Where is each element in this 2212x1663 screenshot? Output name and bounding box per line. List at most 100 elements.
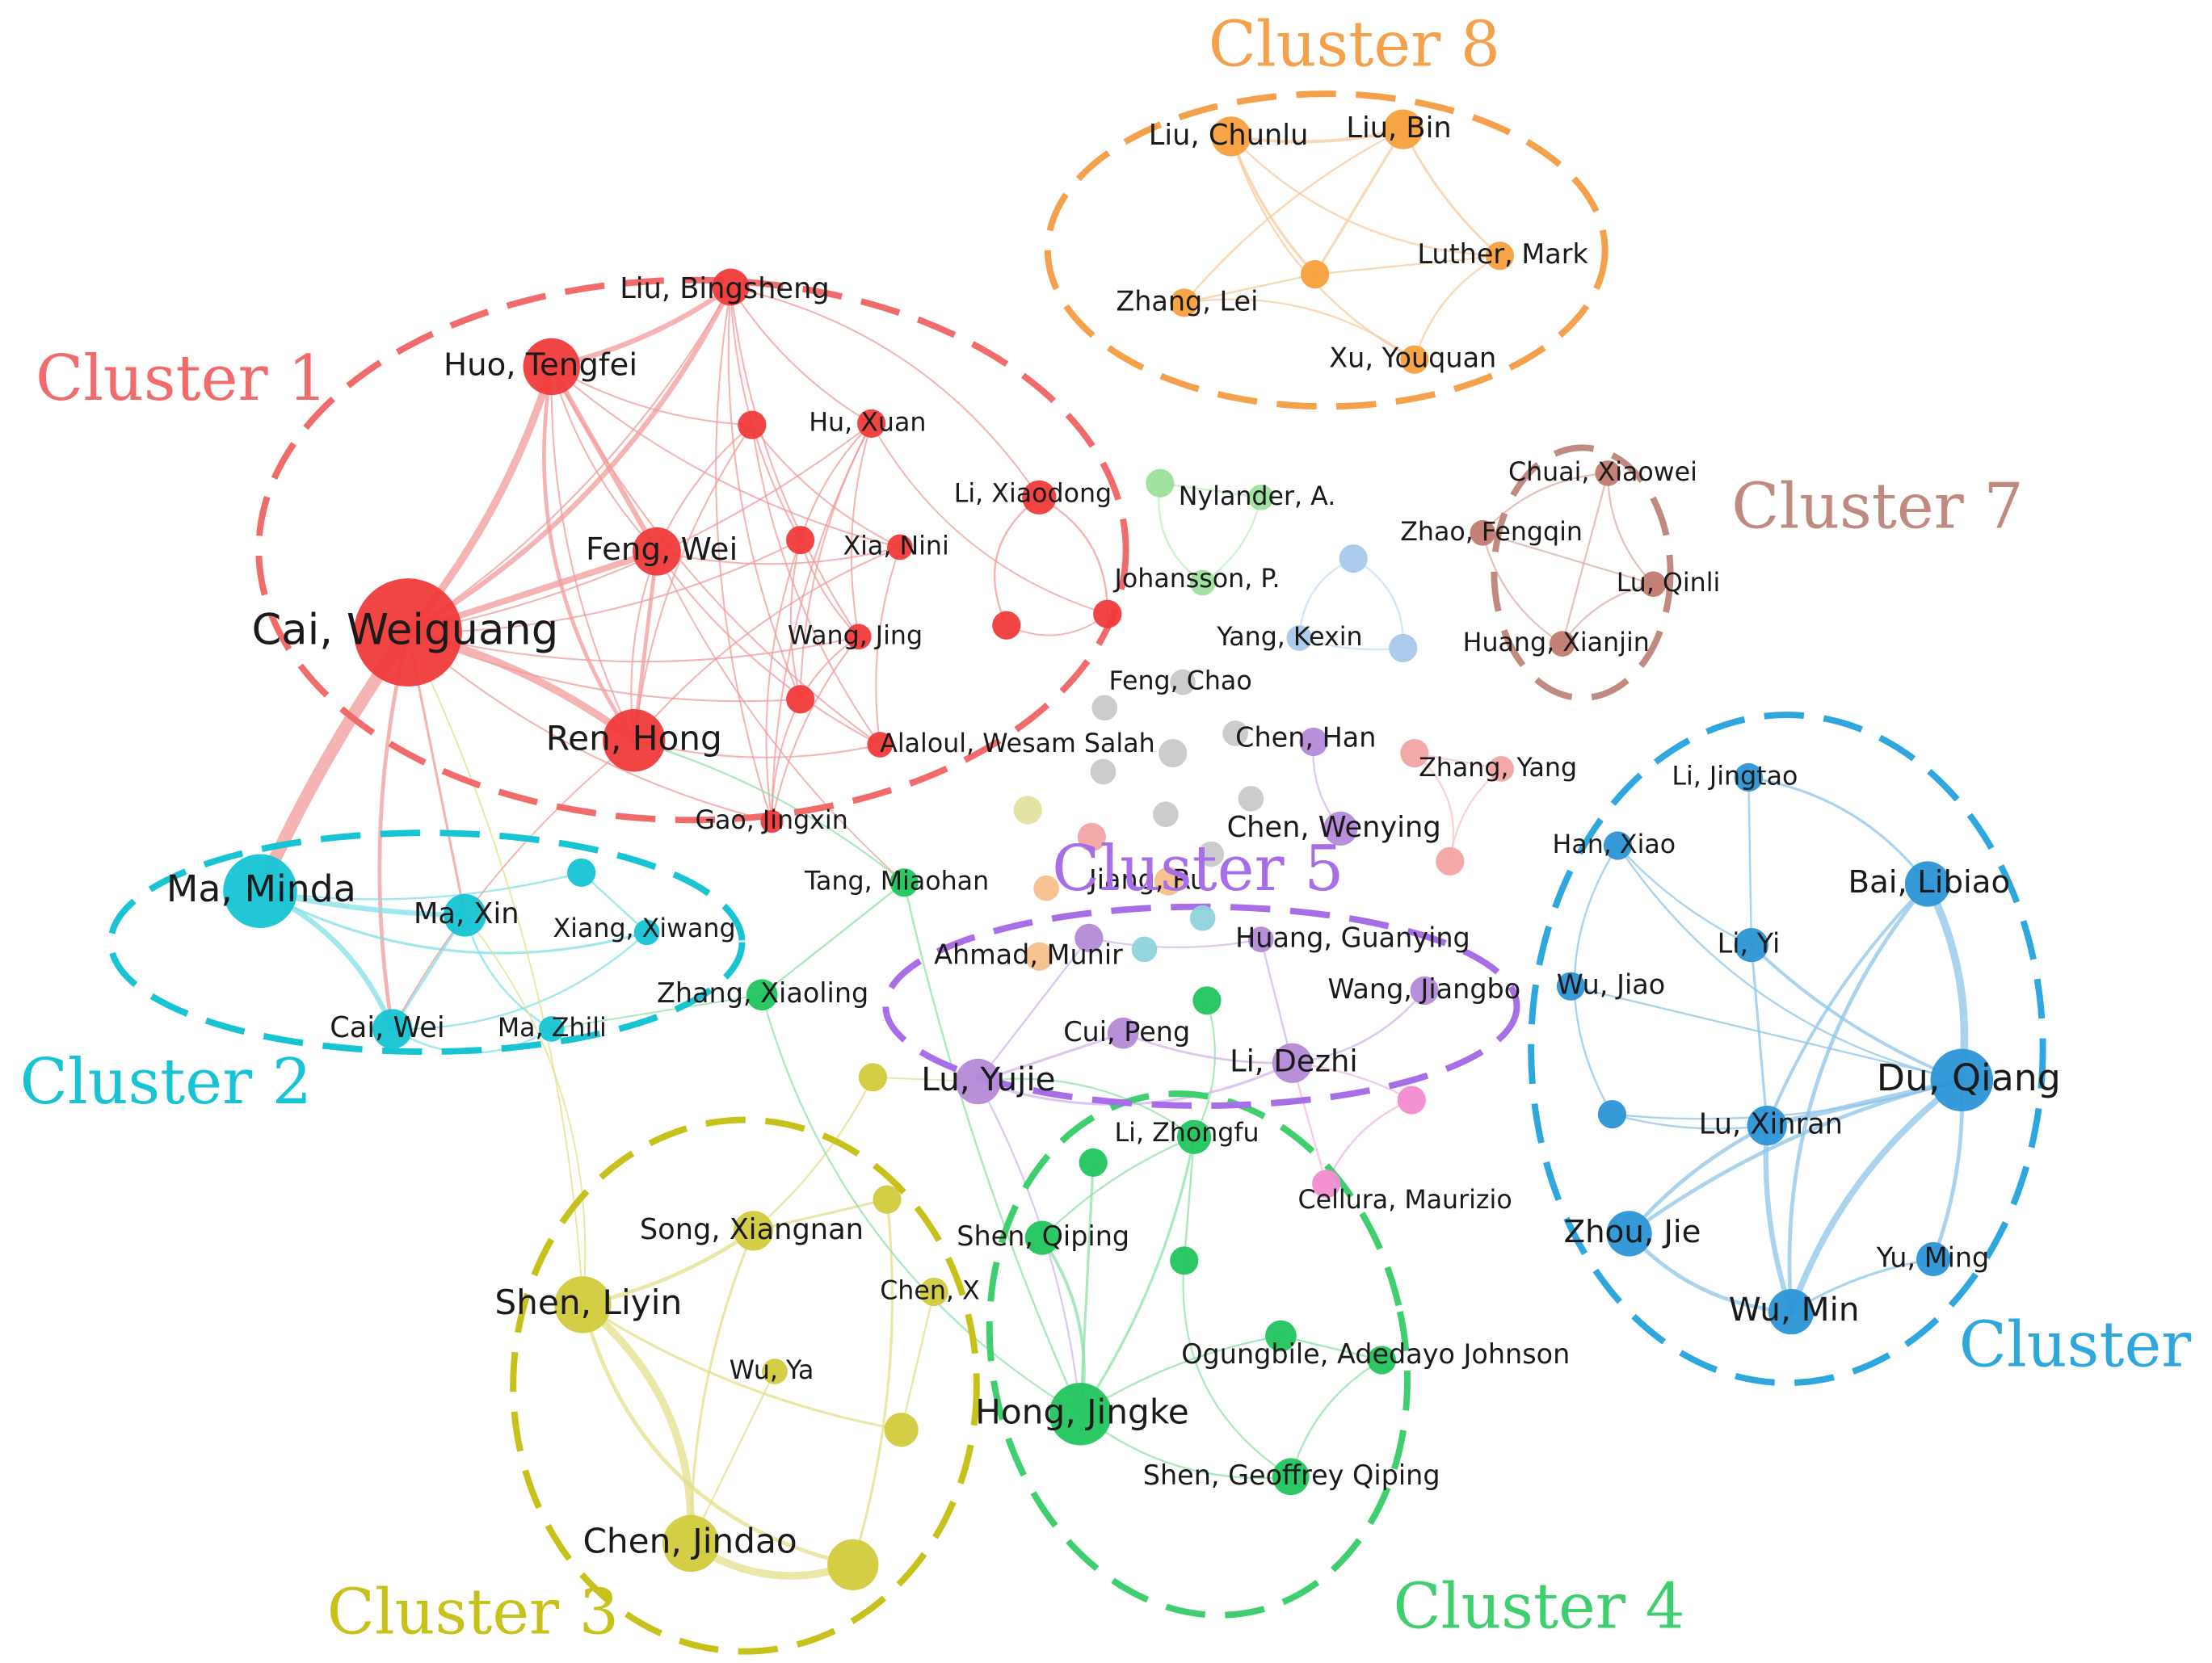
node-yu-ming[interactable] — [1916, 1241, 1951, 1277]
node-chen-x[interactable] — [919, 1277, 948, 1307]
node-huang-guanying[interactable] — [1247, 926, 1274, 952]
node-li-jingtao[interactable] — [1734, 762, 1763, 792]
node-li-zhongfu[interactable] — [1176, 1119, 1212, 1154]
node-ren-hong[interactable] — [603, 709, 666, 772]
node[interactable] — [1146, 468, 1175, 498]
node-zhao-fengqin[interactable] — [1470, 520, 1496, 546]
node[interactable] — [738, 410, 767, 439]
node-cai-weiguang[interactable] — [354, 578, 462, 687]
node-li-dezhi[interactable] — [1272, 1043, 1313, 1083]
node-chen-han[interactable] — [1222, 720, 1248, 746]
node-lu-qinli[interactable] — [1640, 571, 1667, 598]
node-ma-minda[interactable] — [223, 854, 297, 929]
node[interactable] — [1170, 1246, 1199, 1275]
node-lu-yujie[interactable] — [955, 1058, 1001, 1105]
node-zhang-xiaoling[interactable] — [746, 979, 778, 1011]
node-zhang-yang[interactable] — [1488, 756, 1515, 782]
node-gao-jingxin[interactable] — [760, 809, 784, 834]
node-alaloul[interactable] — [867, 732, 894, 758]
node[interactable] — [1074, 923, 1104, 952]
node-chen-wenying[interactable] — [1323, 811, 1358, 846]
node[interactable] — [1301, 260, 1330, 289]
node[interactable] — [858, 1063, 888, 1092]
node[interactable] — [1367, 1346, 1396, 1375]
node-hu-xuan[interactable] — [857, 409, 886, 438]
node-johansson[interactable] — [1189, 569, 1216, 596]
node-feng-chao[interactable] — [1170, 669, 1196, 695]
node-cai-wei[interactable] — [372, 1009, 413, 1049]
node-lu-xinran[interactable] — [1747, 1106, 1787, 1146]
node-luther-mark[interactable] — [1485, 241, 1515, 271]
node[interactable] — [1238, 786, 1264, 812]
node-chen-jindao[interactable] — [662, 1514, 720, 1573]
node-huang-xianjin[interactable] — [1550, 631, 1575, 657]
node[interactable] — [1299, 727, 1328, 757]
node[interactable] — [1192, 986, 1222, 1015]
node[interactable] — [1159, 739, 1188, 768]
node-wu-min[interactable] — [1768, 1288, 1815, 1335]
node-huo-tengfei[interactable] — [523, 338, 580, 396]
node[interactable] — [1153, 801, 1179, 828]
node-tang-miaohan[interactable] — [889, 868, 919, 897]
node-han-xiao[interactable] — [1603, 831, 1633, 860]
node-li-yi[interactable] — [1734, 928, 1768, 963]
node-zhou-jie[interactable] — [1606, 1211, 1652, 1257]
node-ahmad-munir[interactable] — [1024, 942, 1053, 971]
node-liu-chunlu[interactable] — [1211, 116, 1251, 157]
node-yang-kexin[interactable] — [1286, 625, 1313, 651]
node[interactable] — [786, 685, 815, 714]
node[interactable] — [1079, 1148, 1108, 1177]
node-ma-xin[interactable] — [444, 893, 486, 937]
node-li-xiaodong[interactable] — [1022, 480, 1057, 514]
node[interactable] — [786, 526, 815, 555]
node-hong-jingke[interactable] — [1049, 1383, 1112, 1446]
node-xu-youquan[interactable] — [1400, 345, 1429, 374]
node-wang-jiangbo[interactable] — [1410, 976, 1439, 1006]
node[interactable] — [1400, 739, 1429, 768]
node[interactable] — [1189, 905, 1216, 931]
cluster-8-label: Cluster 8 — [1209, 9, 1500, 82]
node-song-xiangnan[interactable] — [733, 1211, 774, 1251]
node-wang-jing[interactable] — [845, 624, 872, 650]
node[interactable] — [1093, 599, 1122, 628]
edge — [1005, 613, 1108, 636]
node[interactable] — [567, 858, 596, 888]
node[interactable] — [1131, 936, 1158, 963]
node-du-qiang[interactable] — [1930, 1048, 1994, 1112]
node-shen-geoffrey[interactable] — [1272, 1458, 1310, 1496]
node-shen-qiping[interactable] — [1024, 1220, 1059, 1255]
node[interactable] — [1436, 846, 1465, 876]
node[interactable] — [1013, 796, 1042, 825]
edge — [1230, 135, 1317, 276]
node-xia-nini[interactable] — [887, 534, 913, 561]
node[interactable] — [1033, 875, 1059, 901]
node-ma-zhili[interactable] — [538, 1016, 565, 1042]
node-zhang-lei[interactable] — [1170, 288, 1199, 317]
node-xiang-xiwang[interactable] — [633, 919, 660, 946]
node-chuai-xiaowei[interactable] — [1595, 460, 1621, 486]
node[interactable] — [827, 1539, 879, 1591]
node-ogungbile[interactable] — [1265, 1320, 1297, 1352]
node-cui-peng[interactable] — [1107, 1017, 1139, 1049]
node-bai-libiao[interactable] — [1904, 861, 1951, 907]
node[interactable] — [1397, 1086, 1426, 1115]
node-liu-bin[interactable] — [1383, 109, 1424, 149]
node[interactable] — [884, 1413, 919, 1447]
node-wu-ya[interactable] — [762, 1359, 788, 1384]
node[interactable] — [1077, 822, 1106, 852]
node[interactable] — [1198, 841, 1225, 867]
node[interactable] — [1597, 1099, 1627, 1129]
node[interactable] — [1091, 695, 1118, 721]
node[interactable] — [1389, 633, 1418, 662]
node[interactable] — [992, 611, 1021, 640]
node[interactable] — [1090, 758, 1117, 785]
node-nylander[interactable] — [1247, 485, 1274, 510]
node-jiang-ru[interactable] — [1154, 867, 1184, 896]
node-cellura[interactable] — [1312, 1170, 1341, 1199]
node[interactable] — [1339, 544, 1368, 573]
node-shen-liyin[interactable] — [554, 1276, 612, 1333]
node[interactable] — [873, 1185, 902, 1214]
node-feng-wei[interactable] — [633, 527, 681, 576]
node-wu-jiao[interactable] — [1556, 972, 1585, 1001]
node-liu-bingsheng[interactable] — [712, 268, 750, 306]
